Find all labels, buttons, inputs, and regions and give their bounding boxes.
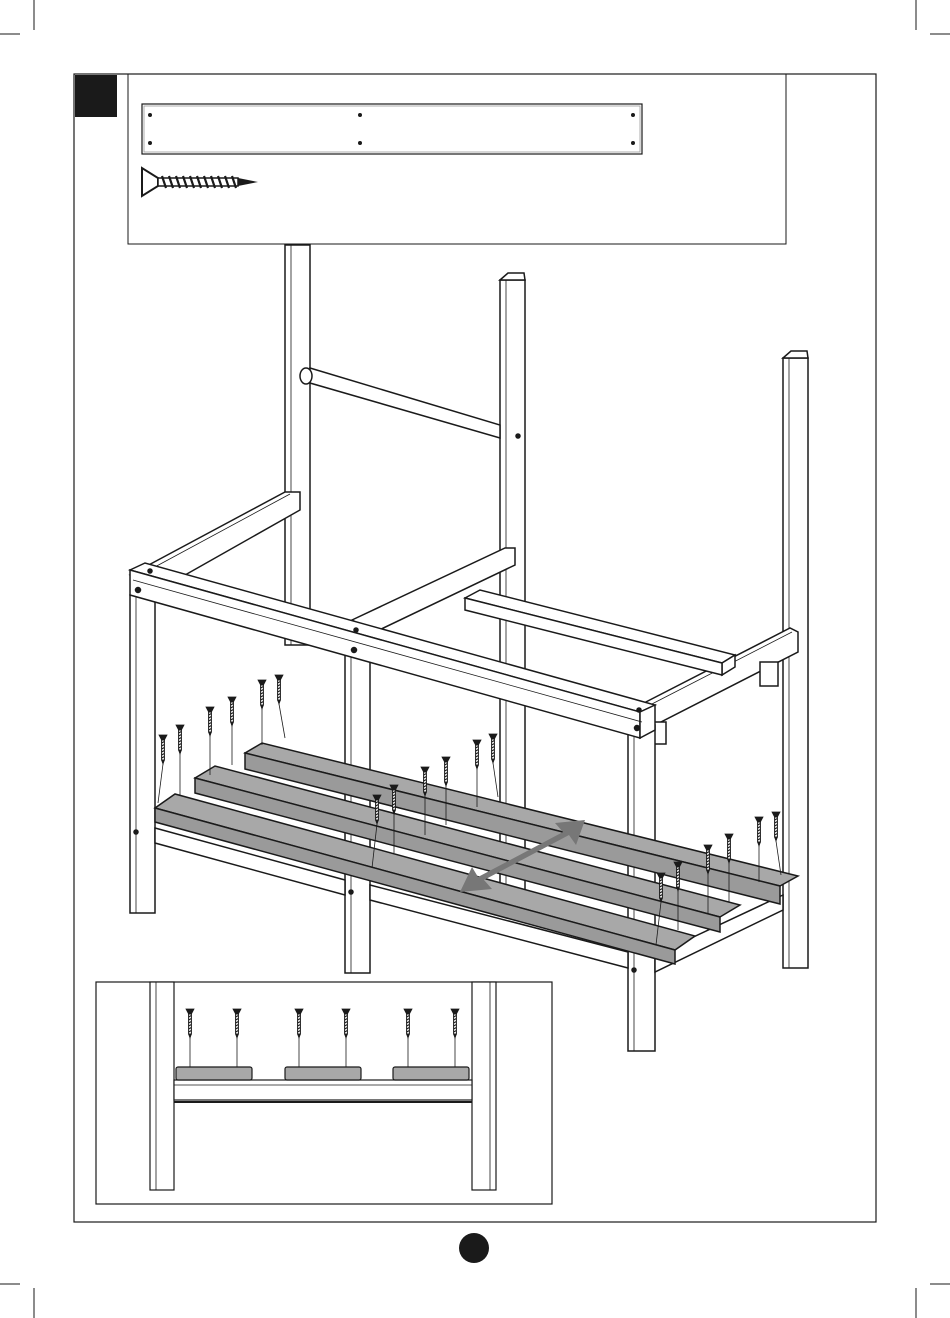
screw-icon (772, 812, 781, 875)
inset-slats (176, 1067, 469, 1080)
screw-part (142, 168, 258, 196)
screw-icon (206, 707, 214, 775)
inset-slat (285, 1067, 361, 1080)
round-crossbar (300, 368, 500, 438)
screw-icon (228, 697, 236, 765)
screw-icon (275, 675, 285, 738)
screw-icon (158, 735, 167, 803)
screw-icon (489, 734, 498, 797)
slat-board-part (142, 104, 642, 154)
back-left-post (285, 245, 310, 645)
main-assembly-view (130, 245, 808, 1051)
screw-icon (176, 725, 184, 795)
inset-slat (393, 1067, 469, 1080)
middle-cross-rail (352, 548, 515, 632)
inset-left-post (150, 982, 174, 1190)
inset-right-post (472, 982, 496, 1190)
parts-box (128, 74, 786, 244)
detail-inset (96, 982, 552, 1204)
support-block-right (760, 662, 778, 686)
screw-icon (258, 680, 266, 745)
inset-slat (176, 1067, 252, 1080)
page-number-badge (459, 1233, 489, 1263)
front-left-leg (130, 595, 155, 913)
inset-rail (174, 1080, 472, 1102)
step-badge (75, 75, 117, 117)
